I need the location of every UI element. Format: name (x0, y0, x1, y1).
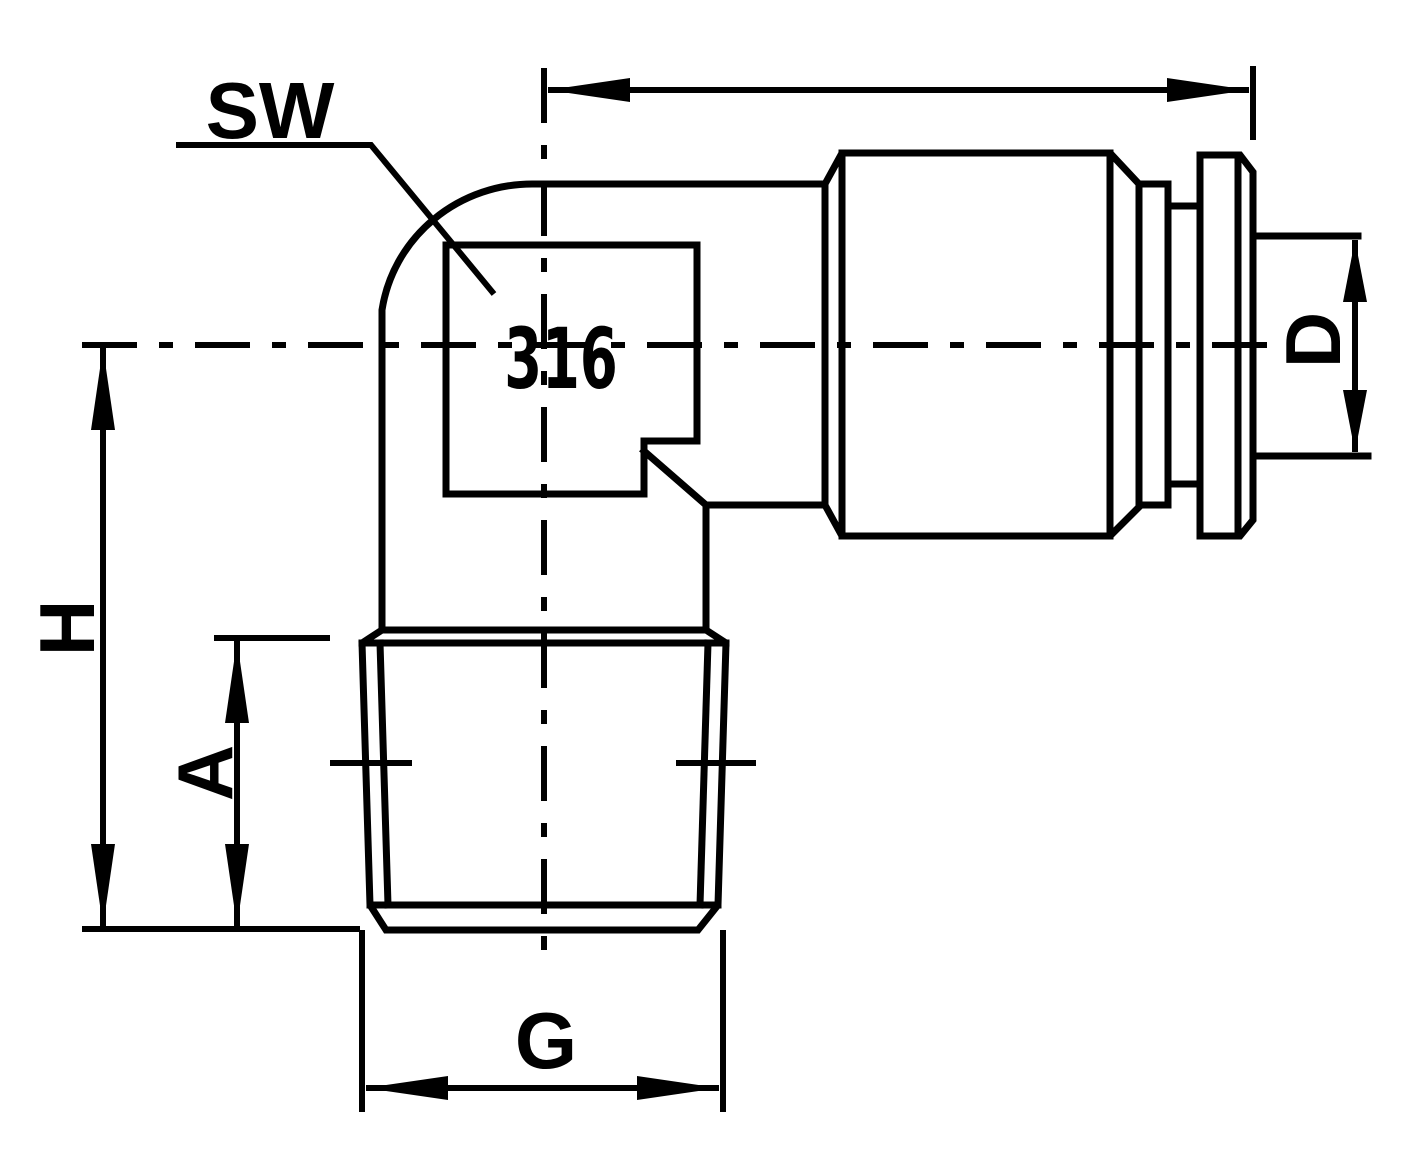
d-dimension (1343, 240, 1367, 452)
h-dimension (82, 348, 360, 932)
g-label: G (515, 996, 577, 1085)
hex-chamfer-line (639, 446, 711, 510)
g-dimension (359, 930, 726, 1112)
hex-block (442, 241, 701, 498)
sw-label: SW (206, 66, 335, 155)
sw-leader-line (176, 142, 497, 296)
a-label: A (161, 745, 249, 801)
a-dimension (214, 635, 330, 926)
d-label: D (1269, 312, 1357, 368)
h-label: H (23, 600, 111, 656)
push-in-cylinder (821, 149, 1204, 540)
material-label: 316 (504, 311, 618, 409)
top-length-dimension (548, 66, 1256, 140)
threaded-portion (330, 626, 756, 934)
